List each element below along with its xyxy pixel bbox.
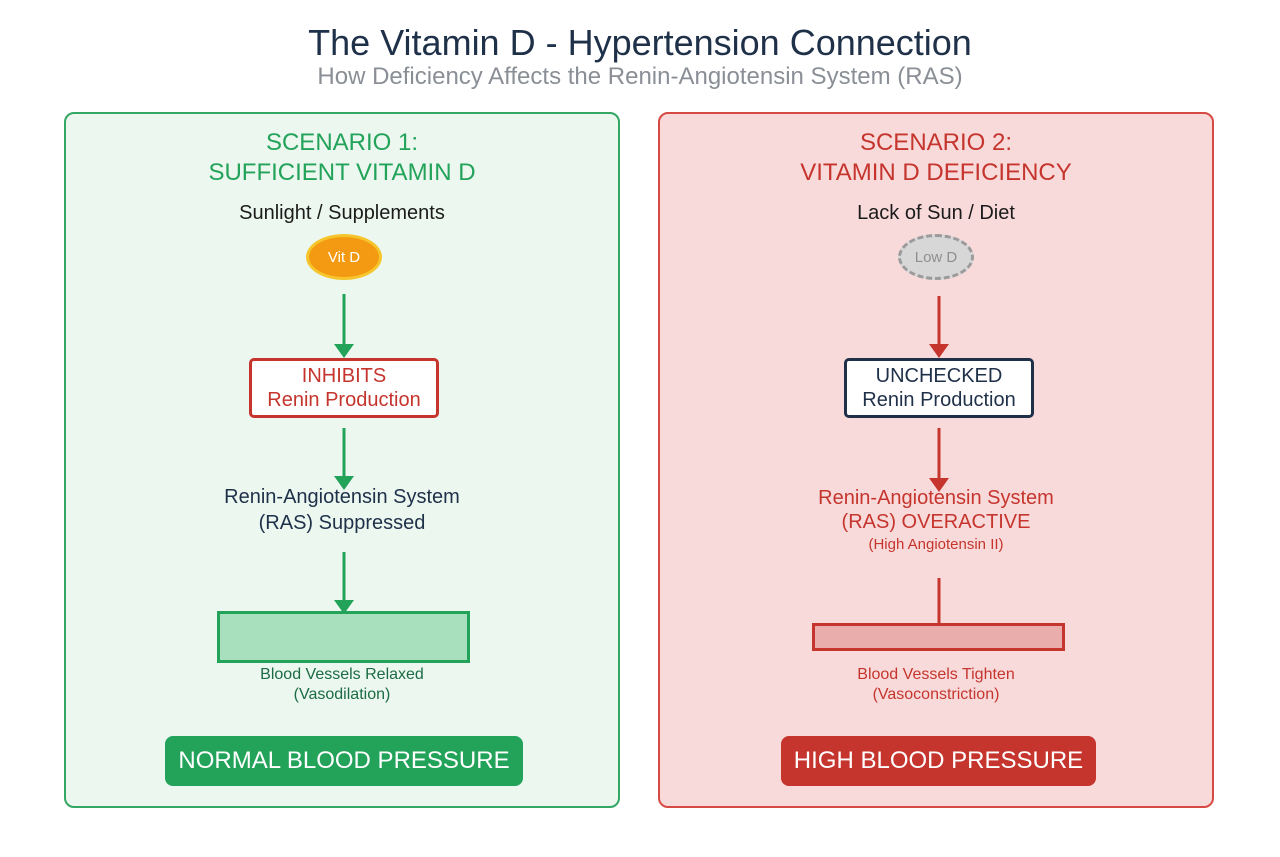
vessel-relaxed-line-1: Blood Vessels Relaxed bbox=[260, 666, 424, 683]
vessel-tighten-line-2: (Vasoconstriction) bbox=[872, 686, 1000, 703]
scenario-2-arrows bbox=[929, 296, 949, 623]
arrow-ras-to-vessel-head bbox=[334, 600, 354, 614]
arrow-unchecked-to-ras-head bbox=[929, 478, 949, 492]
tight-vessel-shape bbox=[812, 623, 1065, 651]
scenario-1-heading-line-1: SCENARIO 1: bbox=[265, 129, 419, 156]
arrow-box-to-ras-head bbox=[334, 476, 354, 490]
high-blood-pressure-badge: HIGH BLOOD PRESSURE bbox=[781, 736, 1096, 786]
inhibits-renin-line-1: INHIBITS bbox=[301, 365, 387, 387]
scenario-1-arrows bbox=[334, 294, 354, 614]
ras-overactive-line-2: (RAS) OVERACTIVE bbox=[841, 511, 1031, 533]
unchecked-renin-line-1: UNCHECKED bbox=[875, 365, 1003, 387]
normal-blood-pressure-badge: NORMAL BLOOD PRESSURE bbox=[165, 736, 523, 786]
scenario-1-heading: SCENARIO 1: SUFFICIENT VITAMIN D bbox=[66, 128, 618, 188]
scenario-2-heading-line-1: SCENARIO 2: bbox=[859, 129, 1013, 156]
scenario-2-heading-line-2: VITAMIN D DEFICIENCY bbox=[800, 159, 1072, 186]
inhibits-renin-line-2: Renin Production bbox=[267, 389, 421, 411]
vessel-relaxed-line-2: (Vasodilation) bbox=[293, 686, 391, 703]
ras-suppressed-line-2: (RAS) Suppressed bbox=[258, 512, 426, 534]
scenario-2-heading: SCENARIO 2: VITAMIN D DEFICIENCY bbox=[660, 128, 1212, 188]
scenario-1-source: Sunlight / Supplements bbox=[239, 202, 445, 224]
ras-overactive-label: Renin-Angiotensin System (RAS) OVERACTIV… bbox=[660, 486, 1212, 556]
vessel-tighten-line-1: Blood Vessels Tighten bbox=[857, 666, 1015, 683]
ras-suppressed-line-1: Renin-Angiotensin System bbox=[224, 486, 460, 508]
inhibits-renin-box: INHIBITS Renin Production bbox=[249, 358, 439, 418]
ras-suppressed-label: Renin-Angiotensin System (RAS) Suppresse… bbox=[66, 484, 618, 536]
diagram-title: The Vitamin D - Hypertension Connection bbox=[308, 22, 972, 63]
scenario-2-panel: SCENARIO 2: VITAMIN D DEFICIENCY Lack of… bbox=[658, 112, 1214, 808]
low-vitamin-d-badge: Low D bbox=[898, 234, 974, 280]
unchecked-renin-line-2: Renin Production bbox=[862, 389, 1016, 411]
relaxed-vessel-shape bbox=[217, 611, 470, 663]
vessel-relaxed-label: Blood Vessels Relaxed (Vasodilation) bbox=[66, 665, 618, 705]
arrow-badge-to-box-head bbox=[334, 344, 354, 358]
diagram-subtitle: How Deficiency Affects the Renin-Angiote… bbox=[317, 63, 963, 90]
scenario-1-panel: SCENARIO 1: SUFFICIENT VITAMIN D Sunligh… bbox=[64, 112, 620, 808]
vitamin-d-badge: Vit D bbox=[306, 234, 382, 280]
ras-overactive-note: (High Angiotensin II) bbox=[868, 536, 1004, 553]
arrow-low-badge-to-box-head bbox=[929, 344, 949, 358]
vessel-tighten-label: Blood Vessels Tighten (Vasoconstriction) bbox=[660, 665, 1212, 705]
ras-overactive-line-1: Renin-Angiotensin System bbox=[818, 487, 1054, 509]
scenario-1-heading-line-2: SUFFICIENT VITAMIN D bbox=[208, 159, 476, 186]
unchecked-renin-box: UNCHECKED Renin Production bbox=[844, 358, 1034, 418]
scenario-2-source: Lack of Sun / Diet bbox=[857, 202, 1015, 224]
